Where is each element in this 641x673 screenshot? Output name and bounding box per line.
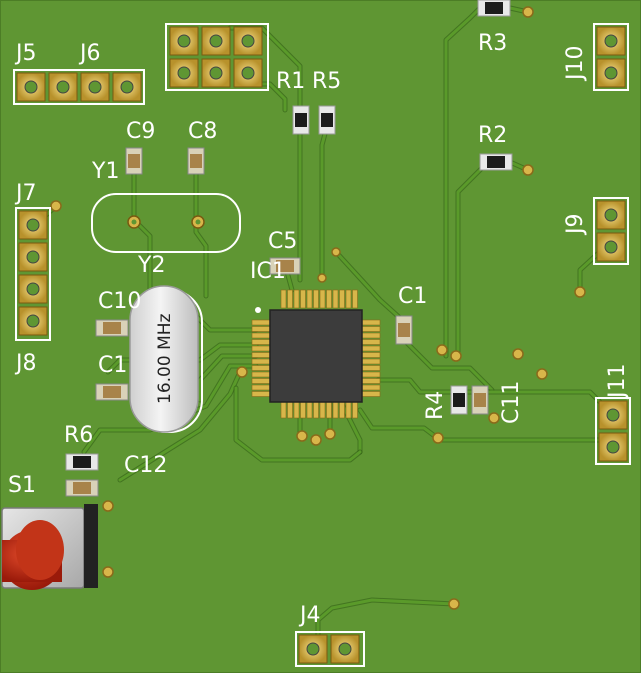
label-j11: J11 [605,364,630,400]
label-y2: Y2 [137,253,165,278]
label-r2: R2 [478,123,507,148]
header-j4 [295,631,365,667]
label-j10: J10 [563,46,588,82]
label-j6: J6 [78,41,101,66]
header-j11 [595,397,631,465]
ic1-chip [251,289,381,419]
resistor-r5 [318,105,336,135]
silkscreen-labels: J5 J6 J7 J8 R1 R5 R3 R2 C9 C8 Y1 Y2 C5 I… [8,31,630,628]
label-c1-left: C1 [98,353,127,378]
label-c10: C10 [98,289,141,314]
capacitor-c12 [65,479,99,497]
label-j4: J4 [298,603,321,628]
crystal-y2 [129,285,203,433]
header-top-2x3 [165,23,269,91]
capacitor-c11 [471,385,489,415]
label-j7: J7 [14,181,37,206]
crystal-marking: 16.00 MHz [155,313,175,404]
label-j9: J9 [563,214,588,237]
header-j7-j8 [15,207,51,341]
header-j10 [593,23,629,91]
label-c11: C11 [499,381,524,424]
label-ic1: IC1 [250,259,286,284]
switch-s1 [1,504,98,590]
header-j9 [593,197,629,265]
label-y1: Y1 [91,159,119,184]
label-j8: J8 [14,351,37,376]
capacitor-c8 [187,147,205,175]
label-s1: S1 [8,473,36,498]
label-c12: C12 [124,453,167,478]
capacitor-c9 [125,147,143,175]
resistor-r1 [292,105,310,135]
capacitor-c1-right [395,315,413,345]
smd-parts [65,0,513,497]
label-r6: R6 [64,423,93,448]
label-r4: R4 [423,391,448,420]
label-c1-top: C1 [398,284,427,309]
capacitor-c1-left [95,383,129,401]
label-c5: C5 [268,229,297,254]
label-r5: R5 [312,69,341,94]
resistor-r6 [65,453,99,471]
label-c8: C8 [188,119,217,144]
label-r1: R1 [276,69,305,94]
vias [50,6,586,610]
label-j5: J5 [14,41,37,66]
capacitor-c5 [269,257,301,275]
crystal-y1-outline [91,193,241,253]
capacitor-c10 [95,319,129,337]
resistor-r3 [477,0,511,17]
label-c9: C9 [126,119,155,144]
resistor-r4 [450,385,468,415]
header-j5-j6 [13,69,145,105]
resistor-r2 [479,153,513,171]
label-r3: R3 [478,31,507,56]
